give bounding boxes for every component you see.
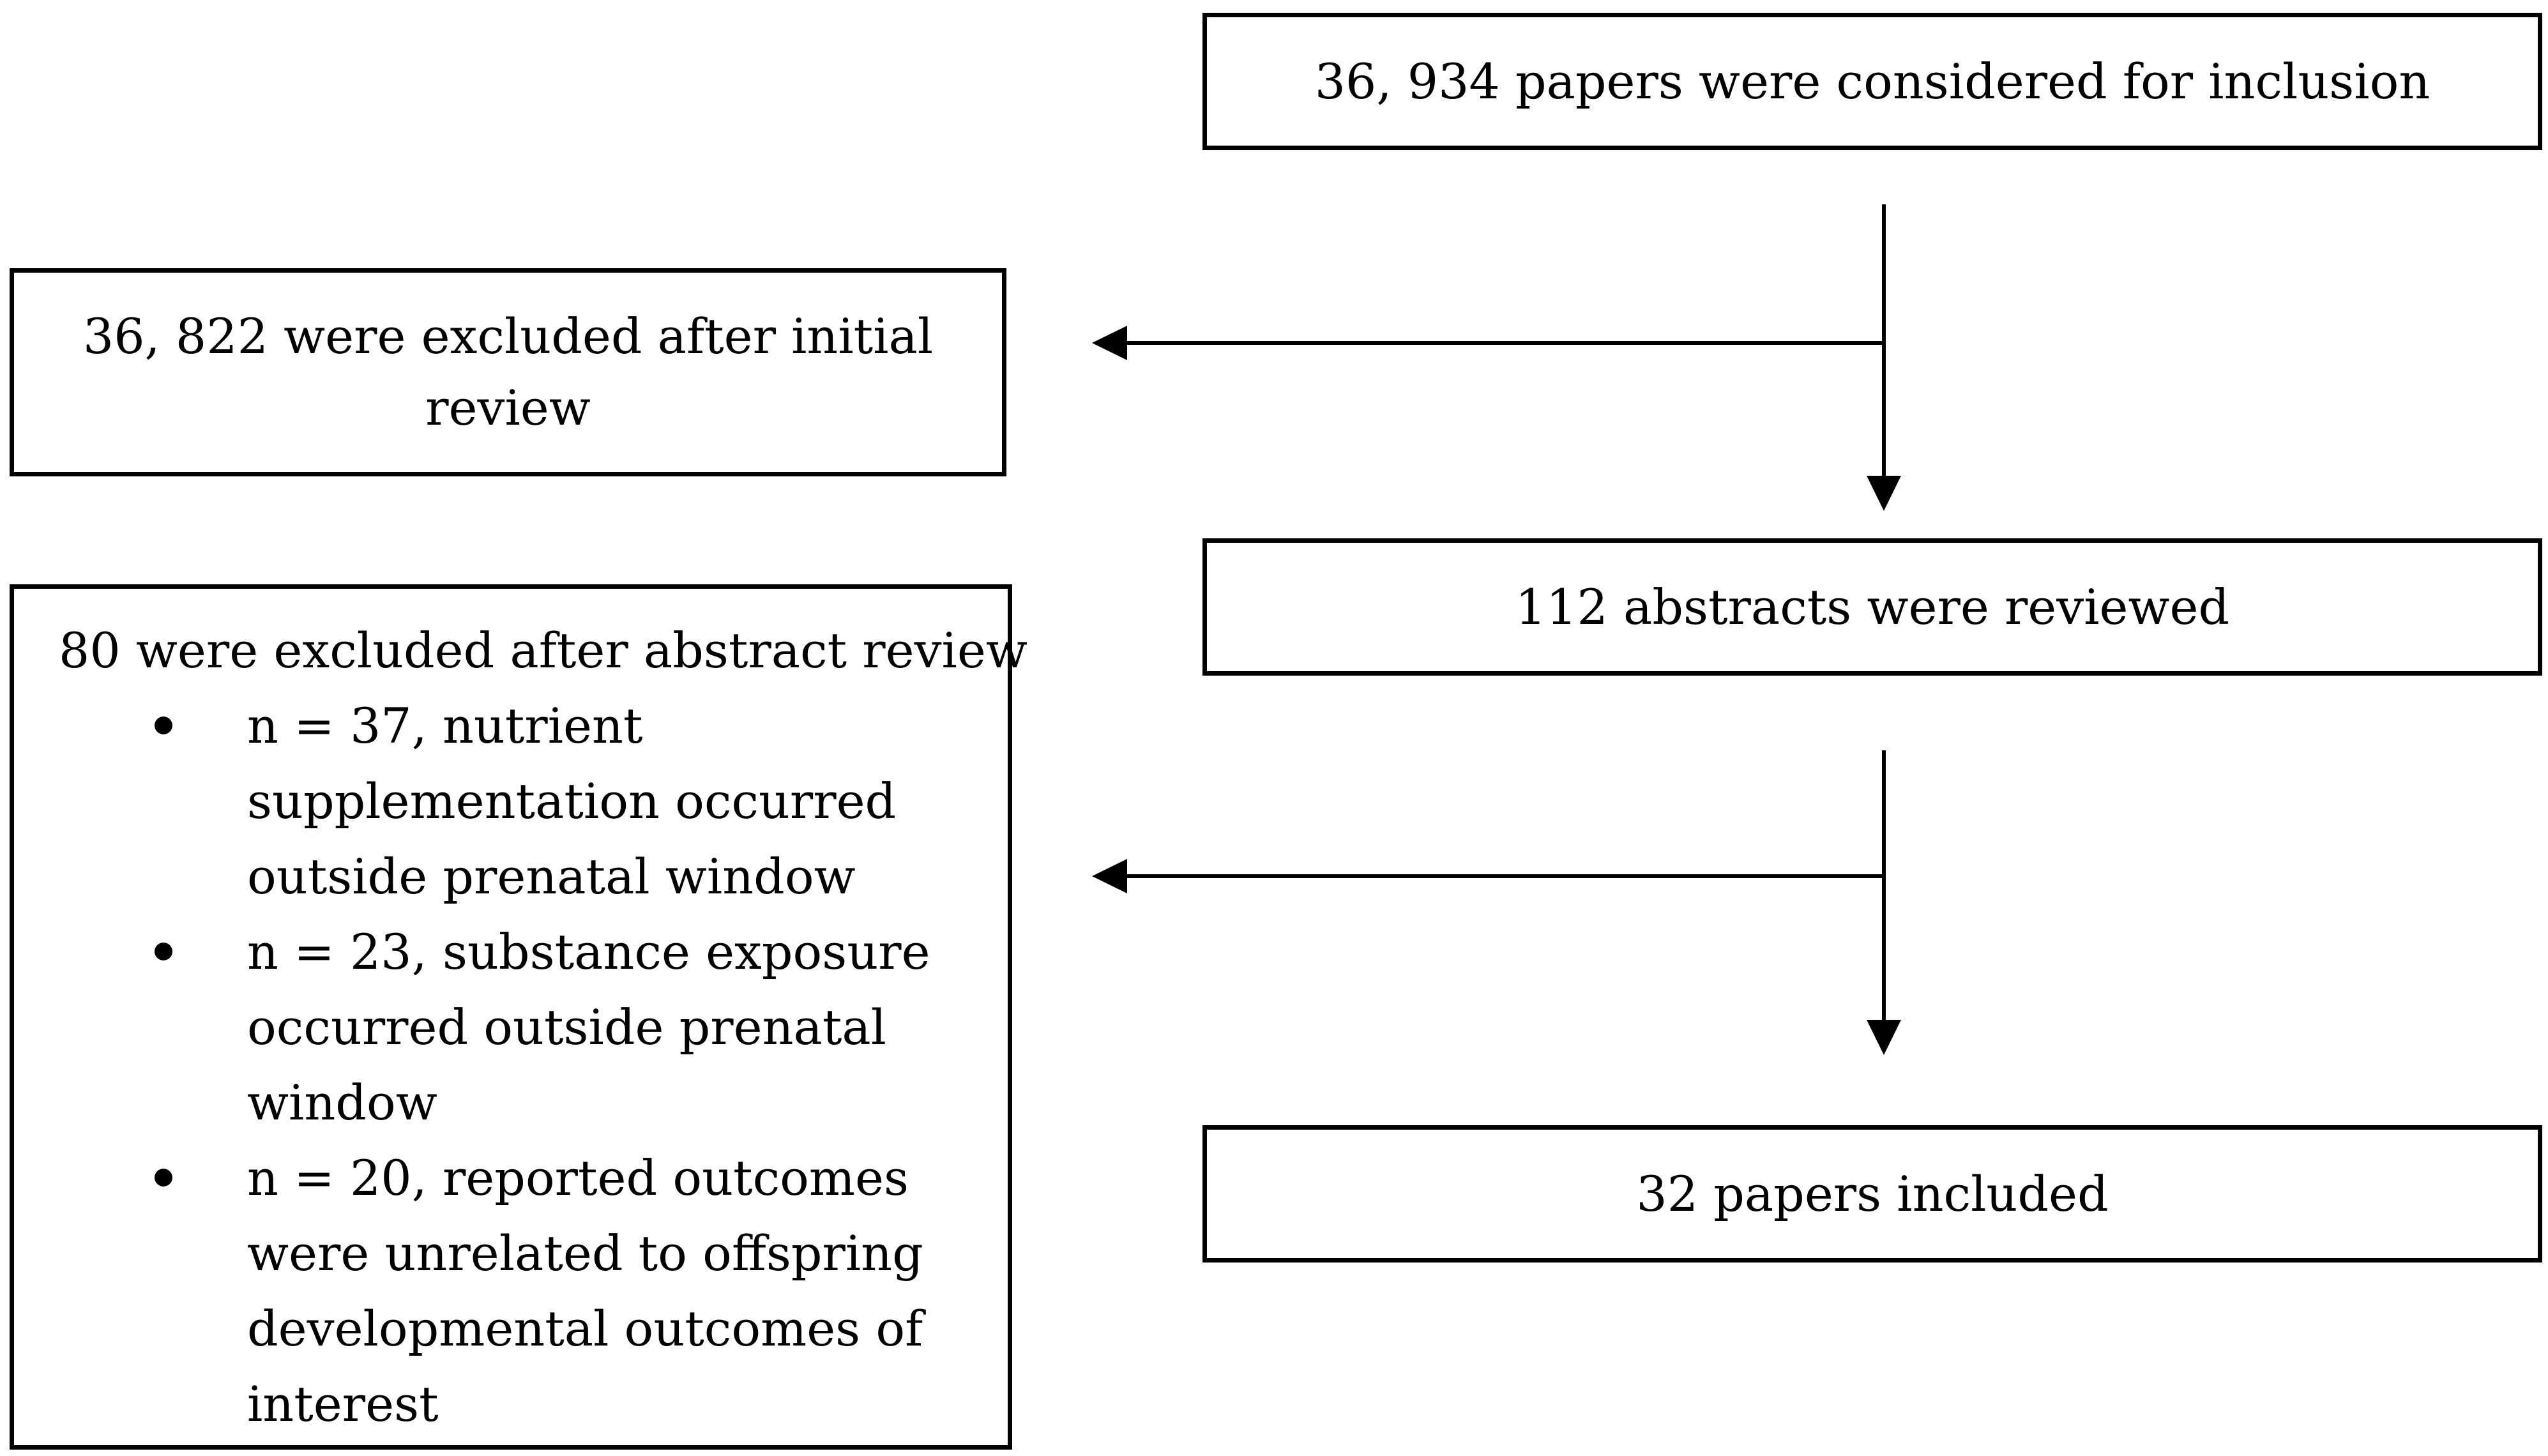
- arrow-left-to-abstract-exclusion-icon: [1092, 859, 1127, 893]
- papers-included-box: 32 papers included: [1202, 1125, 2542, 1263]
- bullet-icon: [155, 943, 172, 960]
- abstract-exclusion-box: 80 were excluded after abstract review n…: [10, 584, 1028, 1450]
- abstract-exclusion-title: 80 were excluded after abstract review: [59, 622, 1028, 679]
- papers-included-text: 32 papers included: [1636, 1165, 2109, 1222]
- arrow-down-to-included-icon: [1867, 1020, 1901, 1055]
- exclusion-reason-substance: n = 23, substance exposure occurred outs…: [59, 914, 982, 1141]
- bullet-icon: [155, 717, 172, 734]
- exclusion-reason-text: n = 20, reported outcomes were unrelated…: [247, 1149, 923, 1432]
- bullet-icon: [155, 1169, 172, 1187]
- papers-considered-text: 36, 934 papers were considered for inclu…: [1314, 52, 2430, 110]
- exclusion-reason-outcomes: n = 20, reported outcomes were unrelated…: [59, 1141, 982, 1442]
- abstracts-reviewed-box: 112 abstracts were reviewed: [1202, 538, 2542, 676]
- papers-considered-box: 36, 934 papers were considered for inclu…: [1202, 13, 2542, 150]
- exclusion-reason-text: n = 23, substance exposure occurred outs…: [247, 923, 930, 1131]
- exclusion-reason-nutrient: n = 37, nutrient supplementation occurre…: [59, 688, 982, 914]
- initial-exclusion-box: 36, 822 were excluded after initial revi…: [10, 268, 1006, 476]
- arrow-down-to-abstracts-icon: [1867, 476, 1901, 511]
- arrow-left-to-initial-exclusion-icon: [1092, 326, 1127, 360]
- initial-exclusion-text: 36, 822 were excluded after initial revi…: [82, 308, 934, 436]
- exclusion-reason-list: n = 37, nutrient supplementation occurre…: [59, 688, 982, 1442]
- exclusion-reason-text: n = 37, nutrient supplementation occurre…: [247, 697, 897, 905]
- abstracts-reviewed-text: 112 abstracts were reviewed: [1515, 578, 2230, 635]
